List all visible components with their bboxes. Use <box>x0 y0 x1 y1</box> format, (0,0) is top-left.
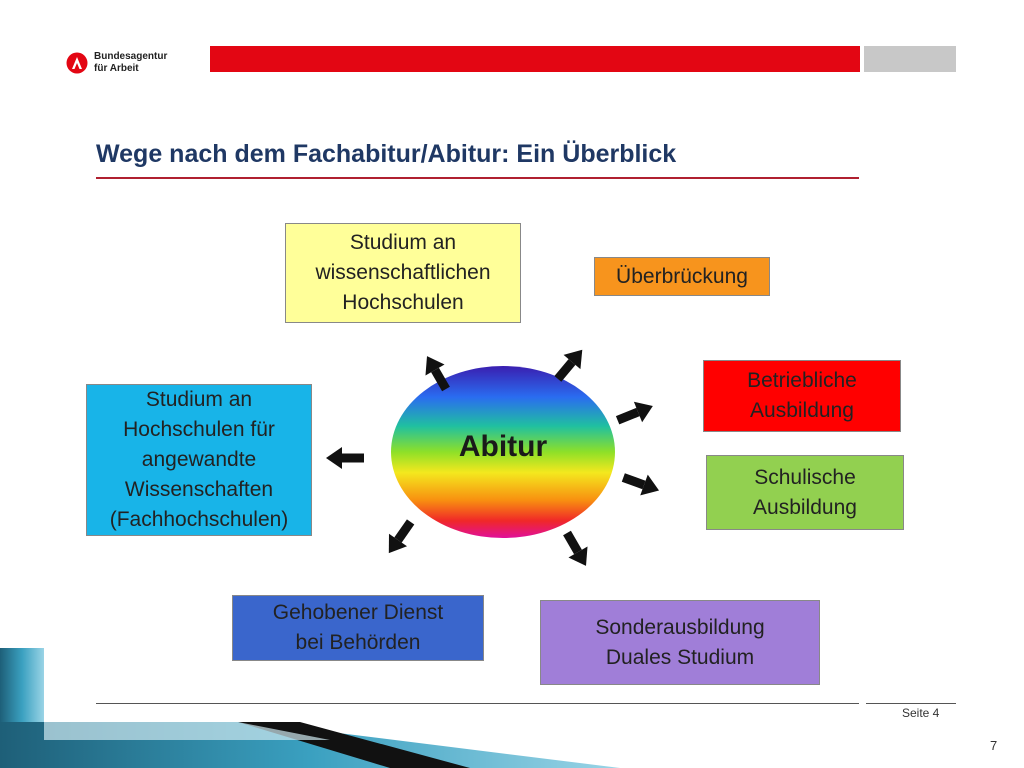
arrow-to-uni <box>425 356 450 392</box>
logo-text: Bundesagentur für Arbeit <box>94 51 167 75</box>
box-applied-sciences-line-2: Hochschulen für <box>123 418 275 441</box>
box-applied-sciences-line-1: Studium an <box>145 388 253 411</box>
box-bridging-line-1: Überbrückung <box>616 264 748 288</box>
arrow-to-special <box>563 530 588 566</box>
box-company-training: Betriebliche Ausbildung <box>703 360 901 432</box>
footer-rule <box>96 703 859 704</box>
arrow-to-school <box>621 473 660 496</box>
box-applied-sciences-line-3: angewandte <box>141 448 257 471</box>
box-special-training-line-1: Sonderausbildung <box>595 615 765 639</box>
bottom-light-swoosh <box>44 722 330 740</box>
page-label: Seite 4 <box>902 706 940 720</box>
title-underline <box>96 177 859 179</box>
box-civil-service-line-2: bei Behörden <box>295 631 421 654</box>
ba-logo-icon <box>66 52 88 74</box>
logo-line-1: Bundesagentur <box>94 51 168 62</box>
box-school-training: Schulische Ausbildung <box>706 455 904 530</box>
box-university: Studium an wissenschaftlichen Hochschule… <box>285 223 521 323</box>
slide-title: Wege nach dem Fachabitur/Abitur: Ein Übe… <box>96 140 677 168</box>
box-school-training-line-2: Ausbildung <box>753 495 857 519</box>
box-civil-service: Gehobener Dienst bei Behörden <box>232 595 484 661</box>
box-bridging: Überbrückung <box>594 257 770 296</box>
arrow-to-civil <box>388 519 415 554</box>
box-university-line-1: Studium an <box>349 231 457 254</box>
box-university-line-2: wissenschaftlichen <box>315 261 491 284</box>
abitur-ellipse <box>391 366 615 538</box>
box-company-training-line-2: Ausbildung <box>750 399 854 422</box>
abitur-label: Abitur <box>458 430 548 463</box>
footer-rule-right <box>866 703 956 704</box>
box-special-training: Sonderausbildung Duales Studium <box>540 600 820 685</box>
box-applied-sciences-line-4: Wissenschaften <box>124 478 274 501</box>
box-university-line-3: Hochschulen <box>342 291 464 314</box>
arrow-to-bridge <box>554 349 583 382</box>
arrow-to-company <box>615 401 653 425</box>
box-company-training-line-1: Betriebliche <box>747 369 857 392</box>
box-applied-sciences: Studium an Hochschulen für angewandte Wi… <box>86 384 312 536</box>
box-applied-sciences-line-5: (Fachhochschulen) <box>109 508 289 531</box>
box-school-training-line-1: Schulische <box>754 465 856 489</box>
logo-line-2: für Arbeit <box>94 63 139 74</box>
header-red-bar <box>210 46 860 72</box>
slide-number: 7 <box>990 738 998 753</box>
arrow-to-fh <box>326 447 364 469</box>
box-special-training-line-2: Duales Studium <box>605 645 755 669</box>
box-civil-service-line-1: Gehobener Dienst <box>272 601 444 624</box>
header-gray-bar <box>864 46 956 72</box>
